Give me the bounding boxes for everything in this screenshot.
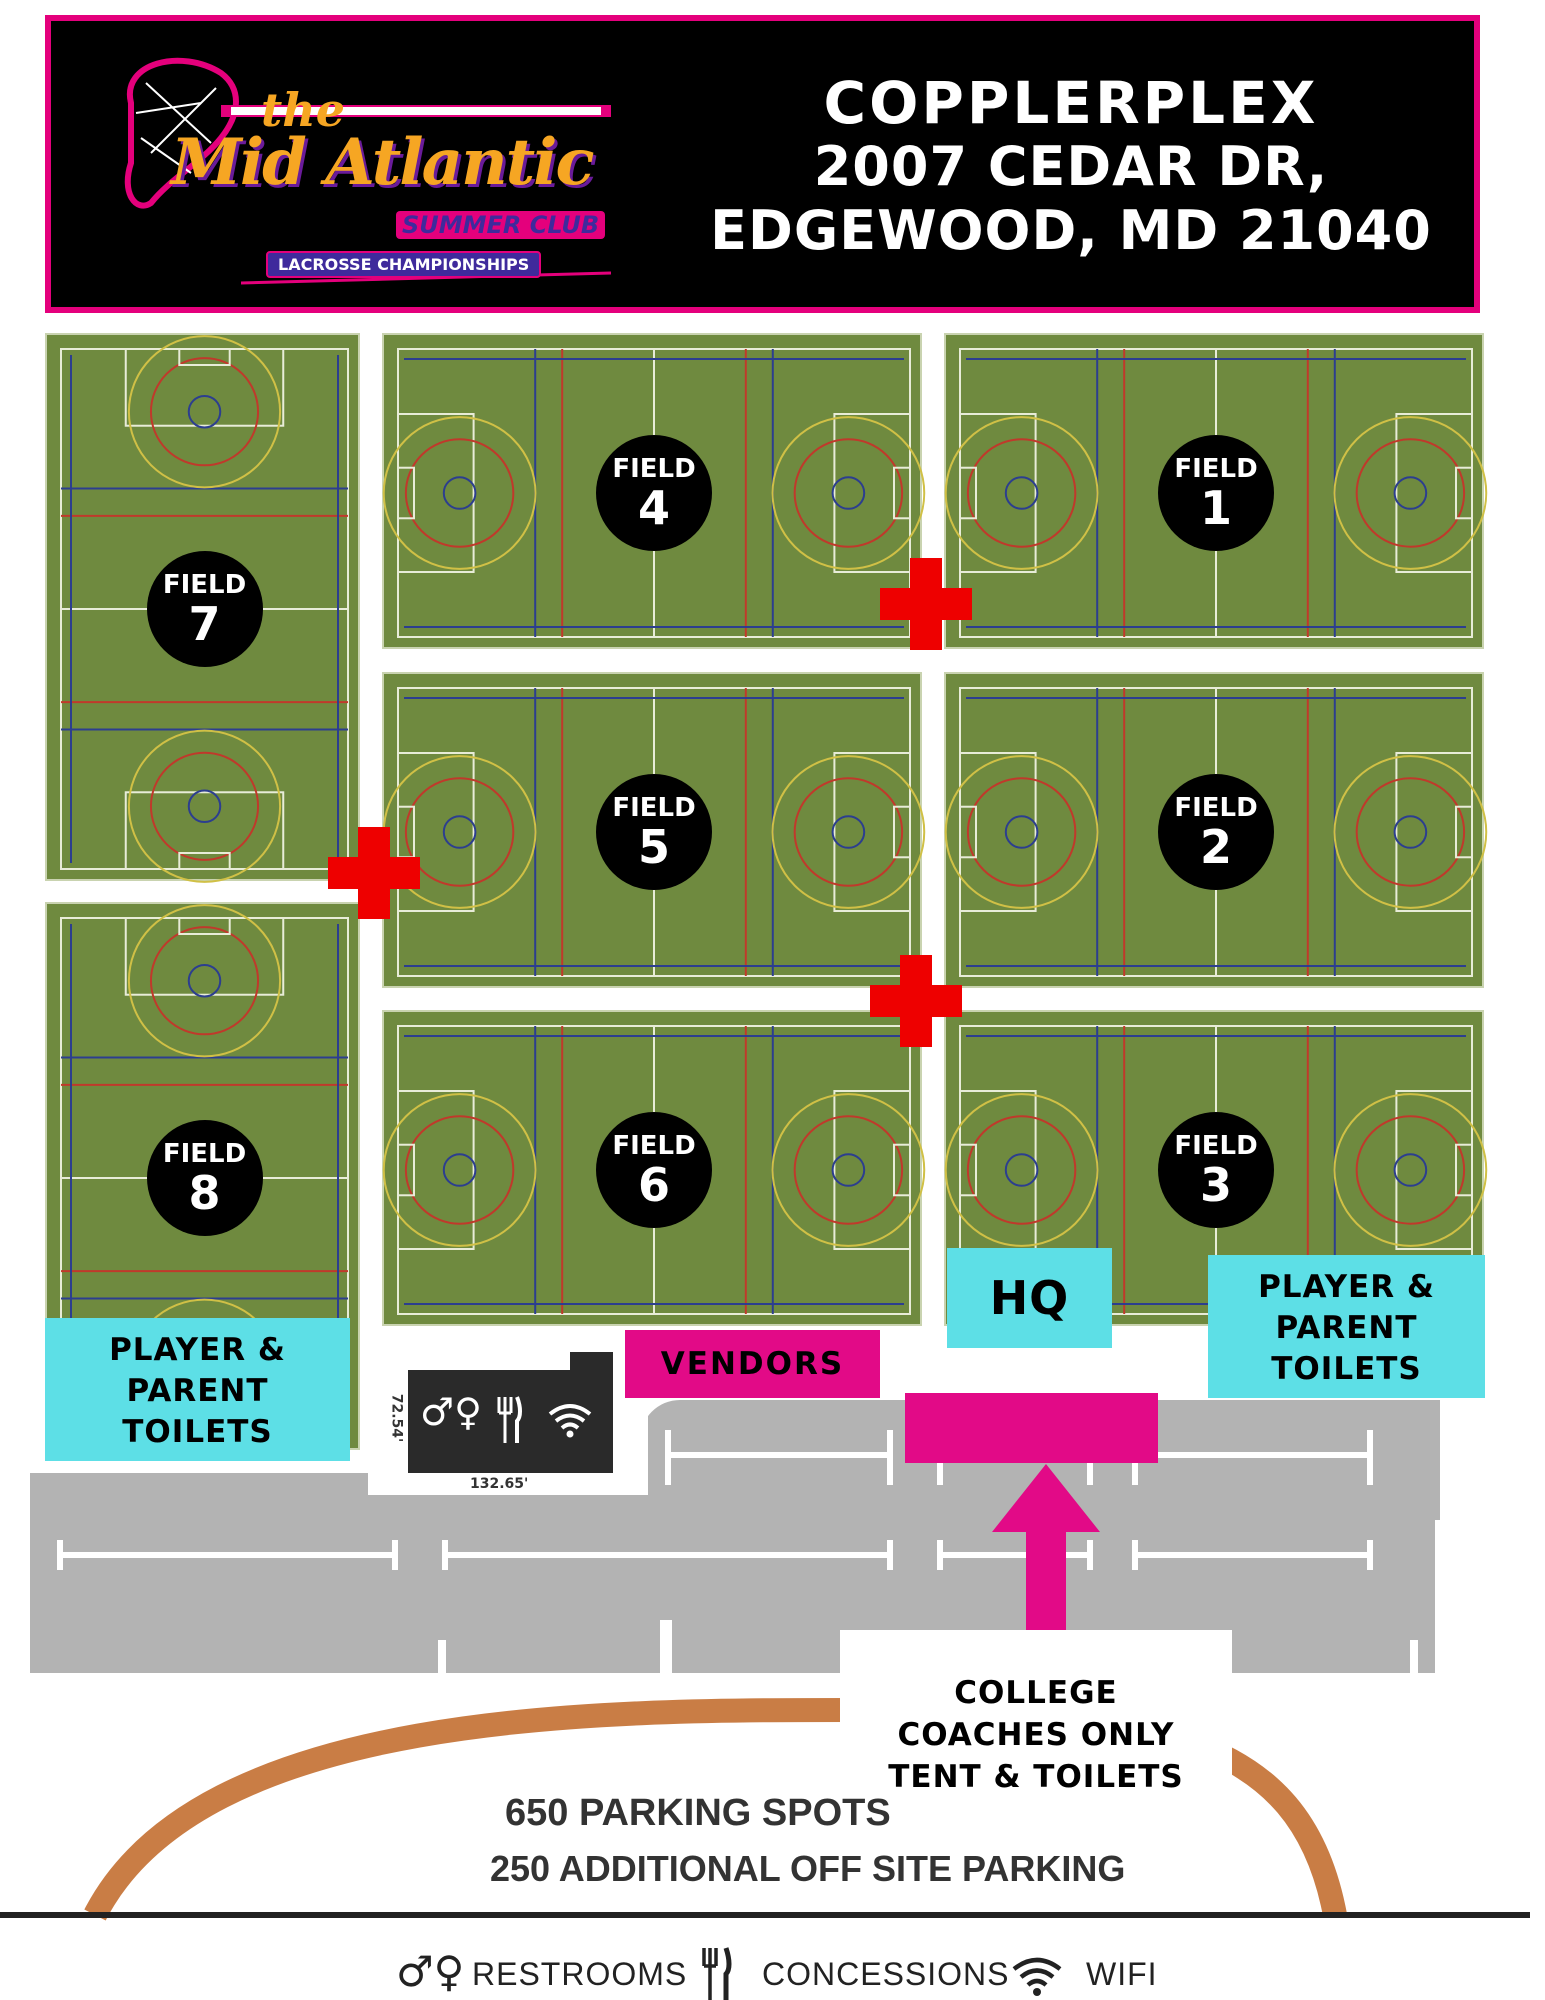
toilets-left: PLAYER & PARENT TOILETS [45,1318,350,1461]
logo-name: Mid Atlantic [171,125,594,200]
field-badge-label: FIELD [1174,793,1258,823]
logo-lacrosse: LACROSSE CHAMPIONSHIPS [266,251,542,278]
toilets-left-line: PLAYER & [109,1332,286,1368]
field-badge-number: 7 [188,597,221,651]
venue-address: COPPLERPLEX 2007 CEDAR DR, EDGEWOOD, MD … [671,71,1471,263]
field-badge-label: FIELD [612,1131,696,1161]
field-markings [382,1025,926,1315]
venue-name: COPPLERPLEX [823,69,1319,137]
field-markings [944,687,1488,977]
coaches-tent [905,1393,1158,1463]
wifi-icon [548,1404,592,1438]
building-height-label: 72.54' [388,1393,405,1443]
building-annex [570,1352,613,1382]
hq-label: HQ [947,1248,1112,1348]
field-badge-number: 1 [1199,481,1232,535]
legend-wifi: WIFI [1086,1956,1158,1992]
toilets-right: PLAYER & PARENT TOILETS [1208,1255,1485,1398]
parking-spots: 650 PARKING SPOTS [505,1792,891,1834]
coaches-line: COLLEGE [954,1675,1118,1711]
lacrosse-stick-icon [124,57,612,285]
logo-the: the [261,83,345,137]
coaches-line: COACHES ONLY [897,1717,1175,1753]
header-banner: the Mid Atlantic SUMMER CLUB LACROSSE CH… [45,15,1480,313]
field-badge-label: FIELD [162,1139,247,1169]
event-logo: the Mid Atlantic SUMMER CLUB LACROSSE CH… [91,43,631,293]
toilets-left-line: PARENT [126,1373,269,1409]
coaches-label: COLLEGE COACHES ONLY TENT & TOILETS [840,1630,1232,1795]
field-badge-number: 4 [637,481,670,535]
divider [0,1912,1530,1918]
building [408,1370,613,1473]
venue-city: EDGEWOOD, MD 21040 [710,199,1432,262]
field-badge-label: FIELD [162,570,247,600]
first-aid-cross-icon [870,955,962,1047]
field-badge-number: 2 [1199,820,1232,874]
utensils-icon [497,1396,522,1443]
field-badge-label: FIELD [612,793,696,823]
field-badge-label: FIELD [1174,454,1258,484]
wifi-icon [1012,1957,1062,1996]
toilets-right-line: PLAYER & [1258,1269,1435,1305]
field-badge-number: 8 [188,1166,221,1220]
legend-concessions: CONCESSIONS [762,1956,1010,1992]
field-markings [60,335,349,883]
field-markings [382,348,926,638]
legend-restrooms: RESTROOMS [472,1956,688,1992]
field-badge-number: 3 [1199,1158,1232,1212]
offsite-parking: 250 ADDITIONAL OFF SITE PARKING [490,1848,1126,1889]
road-label: 2007 CEDAR D [628,1720,868,1758]
arrow-up-icon [992,1464,1100,1634]
logo-summer-club: SUMMER CLUB [396,211,606,239]
field-markings [944,348,1488,638]
venue-street: 2007 CEDAR DR, [813,135,1329,198]
vendors-label: VENDORS [625,1330,880,1398]
coaches-line: TENT & TOILETS [888,1759,1184,1795]
toilets-left-line: TOILETS [122,1414,273,1450]
field-badge-number: 5 [637,820,670,874]
utensils-icon [702,1947,732,2000]
field-badge-label: FIELD [612,454,696,484]
building-width-label: 132.65' [470,1476,529,1492]
restroom-icon: ♂♀ [420,1390,482,1434]
first-aid-cross-icon [880,558,972,650]
restroom-icon: ♂♀ [396,1947,465,1996]
field-badge-number: 6 [637,1158,670,1212]
toilets-right-line: PARENT [1275,1310,1418,1346]
first-aid-cross-icon [328,827,420,919]
toilets-right-line: TOILETS [1271,1351,1422,1387]
cedar-drive-road [84,1697,1347,1921]
field-badge-label: FIELD [1174,1131,1258,1161]
